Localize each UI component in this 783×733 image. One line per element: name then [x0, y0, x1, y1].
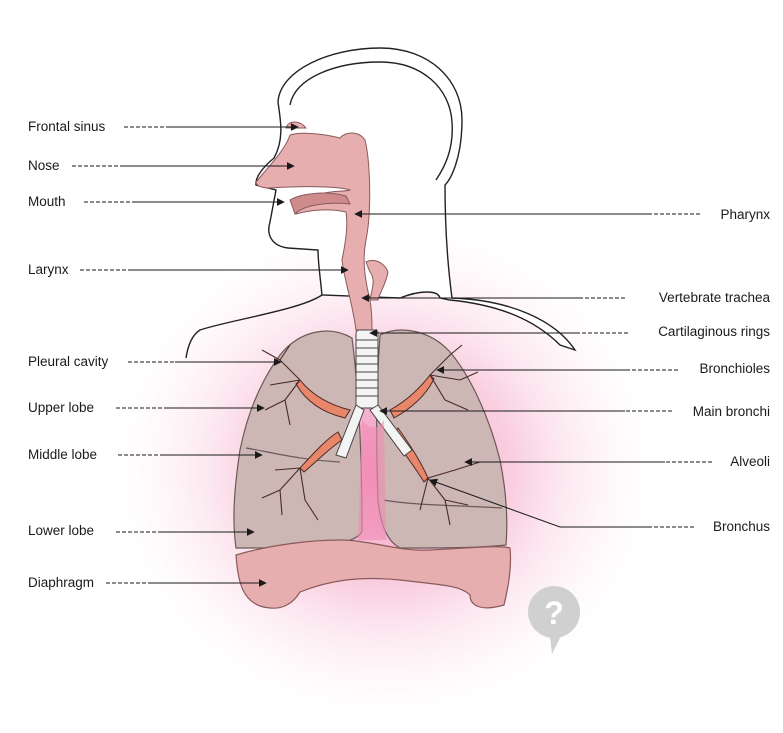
bronchiole-branches	[261, 344, 481, 526]
body-outline	[185, 47, 577, 359]
label-mouth: Mouth	[28, 194, 66, 209]
left-main-bronchus	[369, 404, 413, 457]
upper-airway	[255, 121, 389, 331]
label-cartilaginous-rings: Cartilaginous rings	[658, 324, 770, 339]
esophagus-shape	[365, 259, 389, 301]
lobe-fissure-right	[245, 447, 341, 463]
label-pleural-cavity: Pleural cavity	[28, 354, 109, 369]
svg-text:?: ?	[544, 595, 564, 631]
label-larynx: Larynx	[28, 262, 69, 277]
right-labels: Pharynx Vertebrate trachea Cartilaginous…	[354, 207, 771, 534]
label-upper-lobe: Upper lobe	[28, 400, 94, 415]
trachea	[335, 329, 413, 459]
label-nose: Nose	[28, 158, 60, 173]
lungs	[233, 329, 508, 549]
label-lower-lobe: Lower lobe	[28, 523, 94, 538]
label-vertebrate-trachea: Vertebrate trachea	[659, 290, 771, 305]
diaphragm-shape	[235, 539, 512, 609]
label-bronchus: Bronchus	[713, 519, 770, 534]
label-main-bronchi: Main bronchi	[693, 404, 770, 419]
label-middle-lobe: Middle lobe	[28, 447, 97, 462]
label-bronchioles: Bronchioles	[699, 361, 770, 376]
nasal-cavity-shape	[255, 132, 373, 331]
left-labels: Frontal sinus Nose Mouth Larynx Pleural …	[28, 119, 349, 590]
label-diaphragm: Diaphragm	[28, 575, 94, 590]
right-main-bronchus	[335, 404, 365, 459]
label-alveoli: Alveoli	[730, 454, 770, 469]
tongue-shape	[289, 192, 351, 215]
question-mark-speech-bubble-icon: ?	[528, 586, 580, 654]
label-pharynx: Pharynx	[720, 207, 770, 222]
label-frontal-sinus: Frontal sinus	[28, 119, 106, 134]
mediastinum	[358, 420, 386, 540]
lobe-fissure-left	[383, 499, 503, 509]
